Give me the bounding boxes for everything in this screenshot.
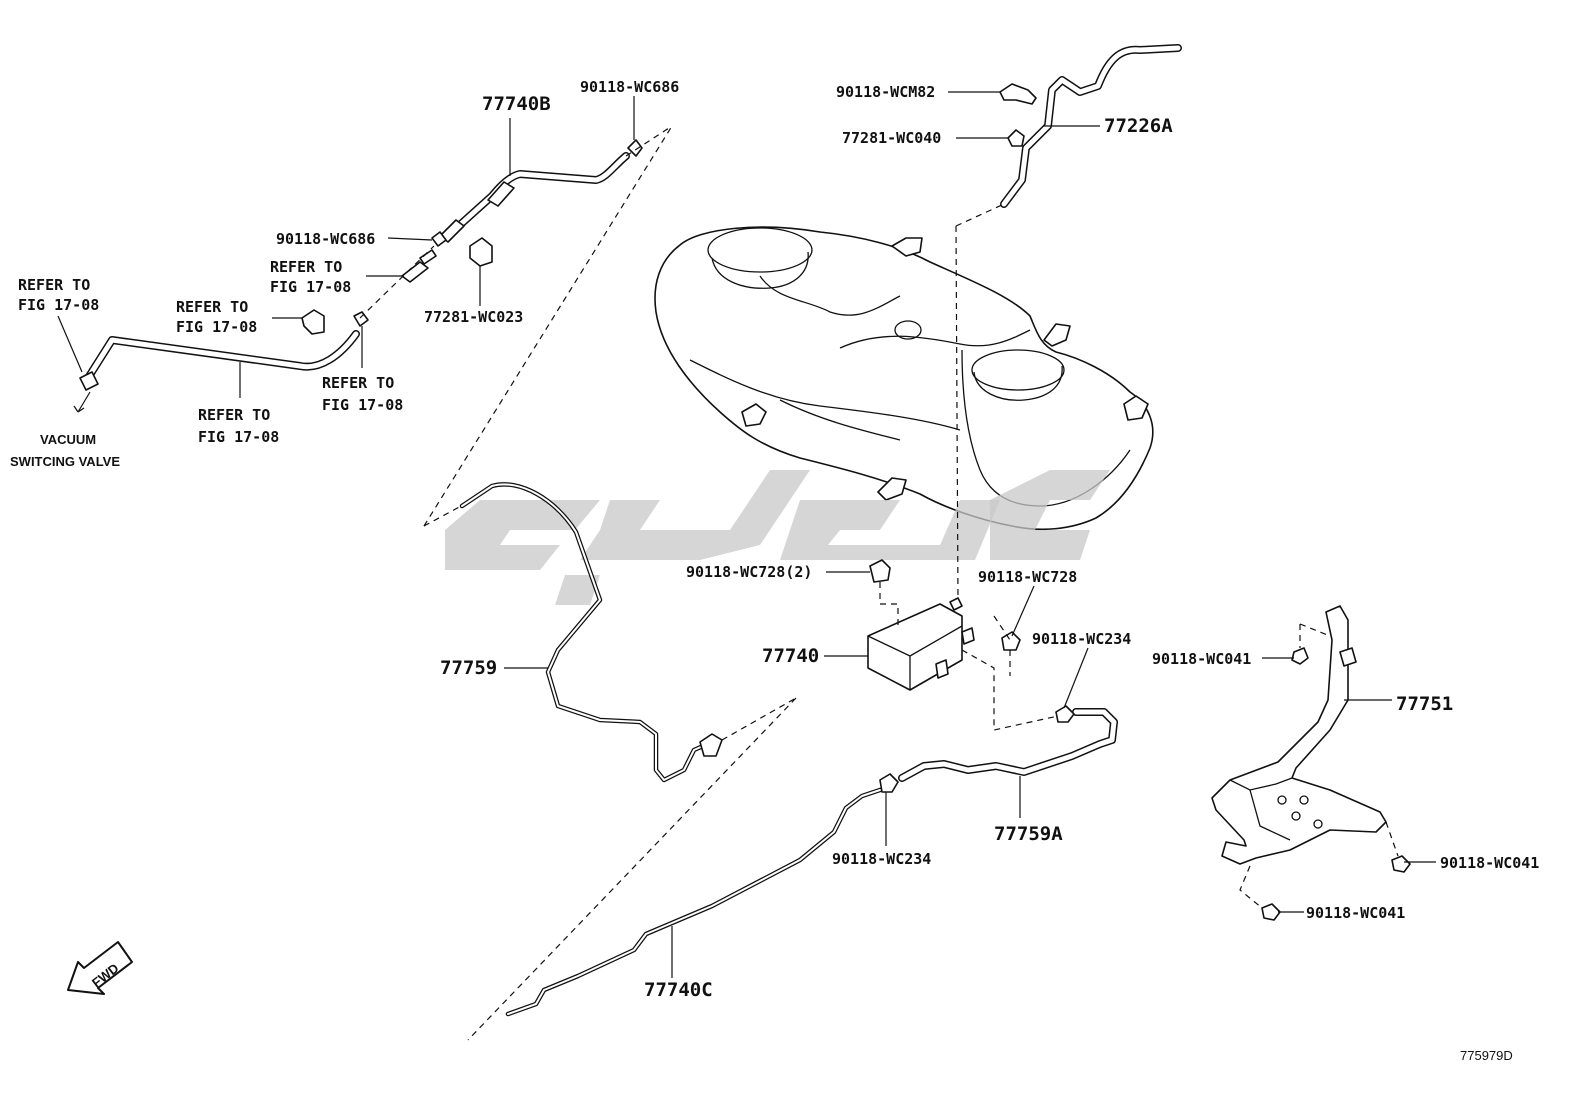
nut-90118-wc041-bottom <box>1261 903 1281 921</box>
dashed-line-77226a <box>955 203 1005 227</box>
dashed-lines-canister <box>879 582 1059 731</box>
label-77759a: 77759A <box>994 823 1063 845</box>
label-90118-wc234-right: 90118-WC234 <box>1032 630 1131 648</box>
label-77740b: 77740B <box>482 93 551 115</box>
refer-2-line2: FIG 17-08 <box>176 318 257 336</box>
leader-lines <box>57 91 1436 978</box>
label-90118-wc041-top: 90118-WC041 <box>1152 650 1251 668</box>
label-77759: 77759 <box>440 657 497 679</box>
refer-3-line1: REFER TO <box>18 276 90 294</box>
hose-77740b <box>439 152 630 243</box>
clamp-90118-wc686-mid <box>431 231 447 247</box>
watermark-logo <box>445 470 1110 605</box>
tube-77759a <box>898 708 1118 782</box>
dashed-lines-upper-left <box>359 125 673 527</box>
label-90118-wc728-2: 90118-WC728(2) <box>686 563 812 581</box>
clip-small <box>301 309 369 335</box>
nut-90118-wc728-2 <box>869 559 891 583</box>
refer-3-line2: FIG 17-08 <box>18 296 99 314</box>
cap-77281-wc040 <box>1007 129 1025 147</box>
dashed-line-tank-canister <box>955 225 959 601</box>
dashed-lines-77751 <box>1239 623 1399 909</box>
vacuum-hose <box>79 330 360 391</box>
label-90118-wc686-top: 90118-WC686 <box>580 78 679 96</box>
clamp-90118-wc234-bottom <box>879 773 899 793</box>
tube-77740c <box>505 787 883 1017</box>
label-90118-wc686-mid: 90118-WC686 <box>276 230 375 248</box>
refer-1-line1: REFER TO <box>270 258 342 276</box>
vacuum-line1: VACUUM <box>40 432 96 447</box>
refer-4-line1: REFER TO <box>322 374 394 392</box>
refer-4-line2: FIG 17-08 <box>322 396 403 414</box>
clamp-90118-wc686-top <box>627 139 643 157</box>
label-77740c: 77740C <box>644 979 713 1001</box>
refer-2-line1: REFER TO <box>176 298 248 316</box>
fwd-arrow-icon: FWD <box>67 941 133 995</box>
labels: 77740B 90118-WC686 90118-WC686 77281-WC0… <box>10 78 1539 1063</box>
bracket-77751 <box>1211 605 1387 865</box>
nut-90118-wc728 <box>1001 631 1021 651</box>
canister-77740 <box>867 597 975 691</box>
label-90118-wc234-bottom: 90118-WC234 <box>832 850 931 868</box>
vacuum-line2: SWITCING VALVE <box>10 454 120 469</box>
label-77281-wc040: 77281-WC040 <box>842 129 941 147</box>
nut-90118-wc041-right <box>1391 855 1411 873</box>
refer-5-line1: REFER TO <box>198 406 270 424</box>
bolt-90118-wc041-top <box>1291 647 1309 665</box>
hose-77226a <box>1000 44 1182 208</box>
label-90118-wc728: 90118-WC728 <box>978 568 1077 586</box>
label-77740: 77740 <box>762 645 819 667</box>
tube-77759 <box>459 482 723 783</box>
label-90118-wc041-bottom: 90118-WC041 <box>1306 904 1405 922</box>
dashed-lines-77759 <box>467 697 797 1041</box>
refer-5-line2: FIG 17-08 <box>198 428 279 446</box>
label-77281-wc023: 77281-WC023 <box>424 308 523 326</box>
clamp-90118-wc234-right <box>1055 705 1075 723</box>
diagram-id: 775979D <box>1460 1048 1513 1063</box>
label-77751: 77751 <box>1396 693 1453 715</box>
label-90118-wc041-right: 90118-WC041 <box>1440 854 1539 872</box>
cap-77281-wc023 <box>469 237 493 267</box>
connector-pipe <box>401 249 437 283</box>
fuel-tank <box>654 226 1154 531</box>
label-90118-wcm82: 90118-WCM82 <box>836 83 935 101</box>
bracket-90118-wcm82 <box>999 83 1037 105</box>
label-77226a: 77226A <box>1104 115 1173 137</box>
refer-1-line2: FIG 17-08 <box>270 278 351 296</box>
